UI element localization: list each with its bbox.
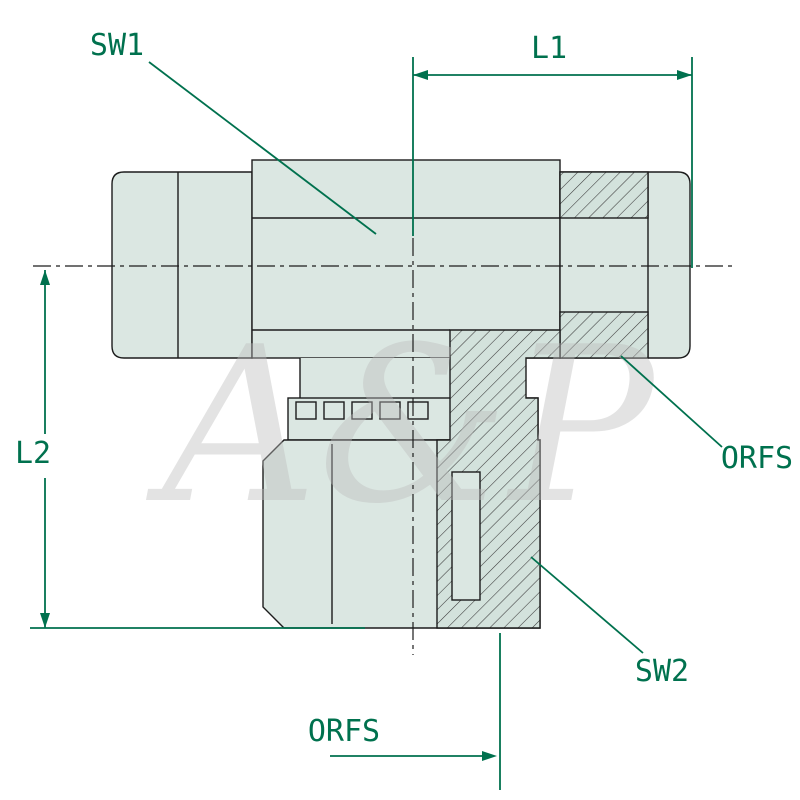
- callout-orfs-bottom: ORFS: [308, 633, 501, 790]
- label-l2: L2: [15, 436, 51, 471]
- nut-sleeve-insert: [451, 471, 481, 601]
- sw2-leader-line: [530, 556, 644, 654]
- dimension-l1: L1: [412, 31, 693, 268]
- l2-arrowhead-bottom: [40, 613, 50, 628]
- label-orfs-right: ORFS: [721, 441, 793, 476]
- orfs-bottom-arrowhead: [482, 751, 497, 761]
- hatch-right-stud-bottom-wall: [559, 311, 649, 359]
- callout-sw2: SW2: [530, 556, 689, 689]
- orfs-right-leader-line: [620, 355, 723, 448]
- label-orfs-bottom: ORFS: [308, 714, 380, 749]
- l1-arrowhead-left: [413, 70, 428, 80]
- dimension-l2: L2: [15, 270, 365, 629]
- label-l1: L1: [531, 31, 567, 66]
- hatch-right-stud-top-wall: [559, 171, 649, 219]
- thread-tooth: [323, 401, 345, 420]
- thread-tooth: [379, 401, 401, 420]
- center-body: [251, 159, 561, 359]
- callout-sw1: SW1: [90, 28, 377, 235]
- sw1-leader-line: [148, 61, 377, 235]
- l1-arrowhead-right: [677, 70, 692, 80]
- watermark: A&P: [145, 300, 657, 551]
- label-sw2: SW2: [635, 654, 689, 689]
- label-sw1: SW1: [90, 28, 144, 63]
- thread-tooth: [351, 401, 373, 420]
- section-hatching: [436, 171, 649, 629]
- callout-orfs-right: ORFS: [620, 355, 793, 476]
- l2-arrowhead-top: [40, 270, 50, 285]
- left-stud: [111, 171, 253, 359]
- thread-tooth: [295, 401, 317, 420]
